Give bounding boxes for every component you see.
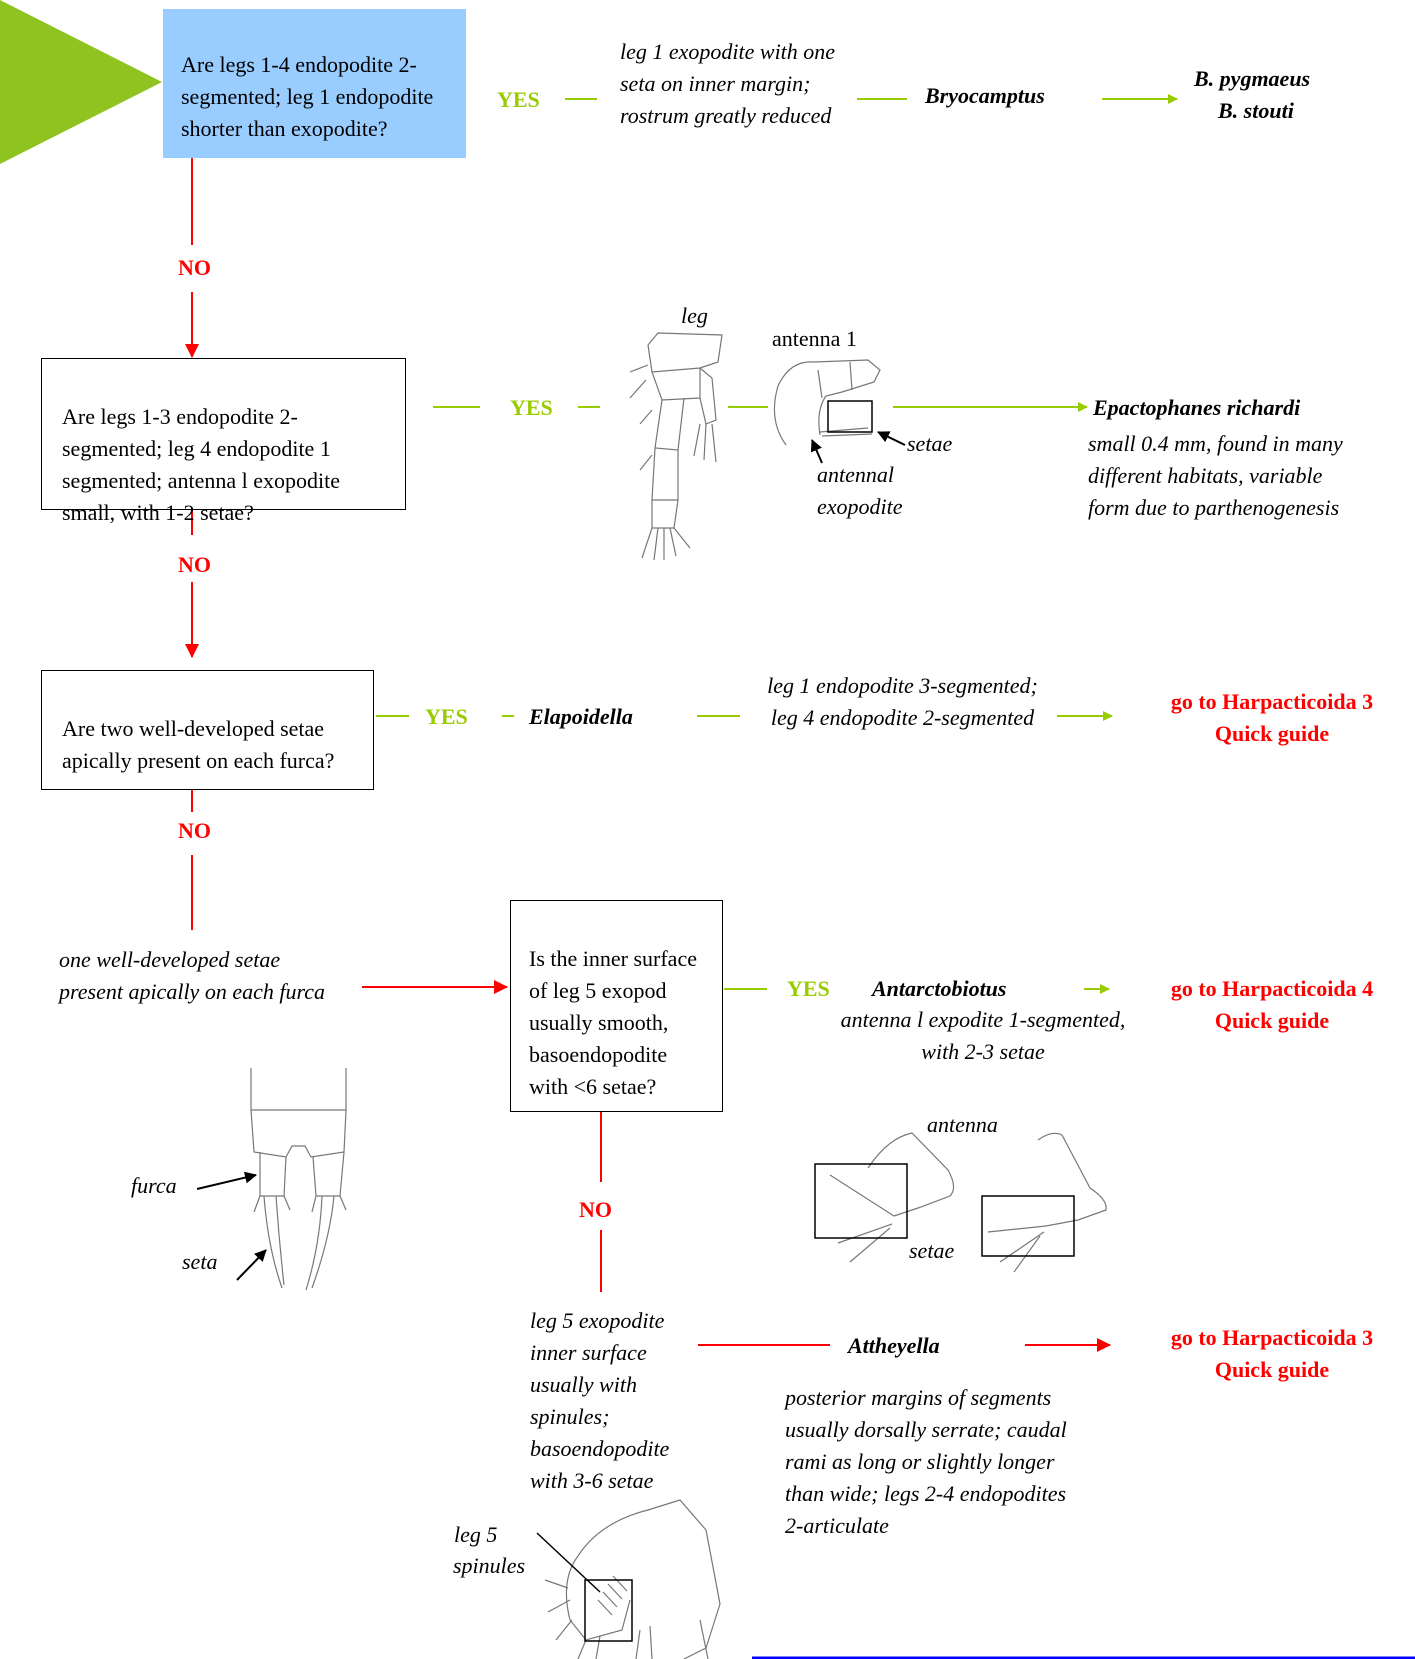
leg-drawing bbox=[629, 332, 723, 561]
goto-harpacticoida-4-link[interactable]: go to Harpacticoida 4 Quick guide bbox=[1170, 976, 1374, 1033]
q1-note: leg 1 exopodite with one seta on inner m… bbox=[620, 39, 836, 128]
q5-premise: leg 5 exopodite inner surface usually wi… bbox=[530, 1308, 670, 1493]
antenna-setae-box-2 bbox=[981, 1195, 1075, 1257]
furca-drawing bbox=[250, 1068, 347, 1291]
elapoidella-note: leg 1 endopodite 3-segmented; leg 4 endo… bbox=[767, 673, 1038, 730]
q4-premise: one well-developed setae present apicall… bbox=[59, 947, 325, 1004]
question-1-text: Are legs 1-4 endopodite 2-segmented; leg… bbox=[181, 52, 434, 141]
q1-no-label: NO bbox=[178, 255, 211, 280]
question-box-4: Is the inner surface of leg 5 exopod usu… bbox=[510, 900, 723, 1112]
elapoidella-label: Elapoidella bbox=[529, 704, 633, 729]
question-3-text: Are two well-developed setae apically pr… bbox=[62, 716, 335, 773]
seta-label: seta bbox=[182, 1249, 218, 1274]
q2-yes-label: YES bbox=[510, 395, 553, 420]
setae-label: setae bbox=[907, 431, 953, 456]
species-b-pygmaeus: B. pygmaeus bbox=[1194, 66, 1311, 91]
antenna-setae-label: setae bbox=[909, 1238, 955, 1263]
spinules-label: spinules bbox=[453, 1553, 526, 1578]
species-b-stouti: B. stouti bbox=[1218, 98, 1294, 123]
goto-harpacticoida-3-link-b[interactable]: go to Harpacticoida 3 Quick guide bbox=[1170, 1325, 1374, 1382]
question-box-3: Are two well-developed setae apically pr… bbox=[41, 670, 374, 790]
start-arrow-shape bbox=[0, 0, 162, 164]
setae-highlight-box bbox=[827, 400, 873, 433]
q1-yes-label: YES bbox=[497, 87, 540, 112]
antarctobiotus-label: Antarctobiotus bbox=[872, 976, 1007, 1001]
goto-harpacticoida-3-link-a[interactable]: go to Harpacticoida 3 Quick guide bbox=[1170, 689, 1374, 746]
question-box-2: Are legs 1-3 endopodite 2-segmented; leg… bbox=[41, 358, 406, 525]
spinules-highlight-box bbox=[584, 1579, 633, 1642]
epactophanes-note: small 0.4 mm, found in many different ha… bbox=[1088, 431, 1343, 520]
attheyella-note: posterior margins of segments usually do… bbox=[785, 1385, 1067, 1538]
furca-label: furca bbox=[131, 1173, 177, 1198]
antenna-1-label: antenna 1 bbox=[772, 326, 857, 351]
q3-no-label: NO bbox=[178, 818, 211, 843]
question-4-text: Is the inner surface of leg 5 exopod usu… bbox=[529, 946, 697, 1099]
q4-yes-label: YES bbox=[787, 976, 830, 1001]
antennal-exopodite-label: antennal exopodite bbox=[817, 462, 903, 519]
leg-5-label: leg 5 bbox=[454, 1522, 498, 1547]
antarctobiotus-note: antenna l expodite 1-segmented, with 2-3… bbox=[840, 1007, 1126, 1064]
antenna-label: antenna bbox=[927, 1112, 998, 1137]
epactophanes-richardi-label: Epactophanes richardi bbox=[1093, 395, 1301, 420]
leg-5-drawing bbox=[544, 1499, 721, 1659]
question-box-1: Are legs 1-4 endopodite 2-segmented; leg… bbox=[163, 9, 466, 158]
q2-no-label: NO bbox=[178, 552, 211, 577]
question-2-text: Are legs 1-3 endopodite 2-segmented; leg… bbox=[62, 404, 340, 525]
q3-yes-label: YES bbox=[425, 704, 468, 729]
antenna-drawings bbox=[829, 1132, 1107, 1273]
q4-no-label: NO bbox=[579, 1197, 612, 1222]
attheyella-label: Attheyella bbox=[848, 1333, 940, 1358]
leg-label: leg bbox=[681, 303, 708, 328]
antenna-setae-box-1 bbox=[814, 1163, 908, 1239]
bryocamptus-label: Bryocamptus bbox=[925, 83, 1045, 108]
